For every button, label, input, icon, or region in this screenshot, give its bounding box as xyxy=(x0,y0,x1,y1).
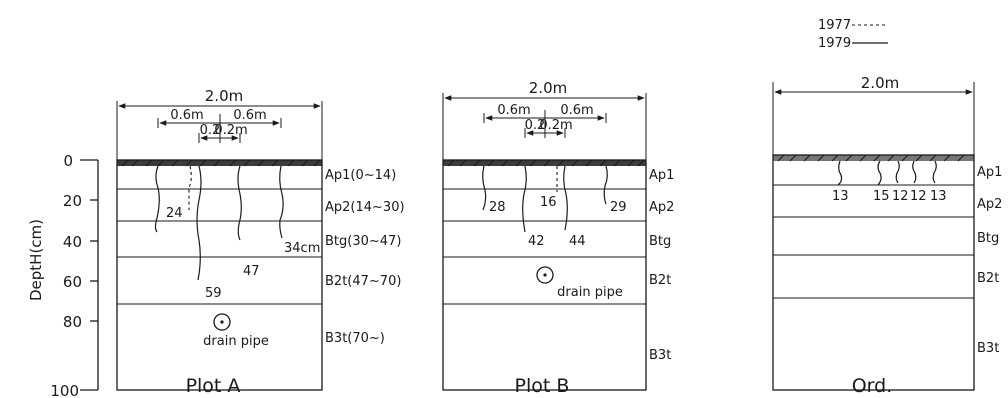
plot-b-layer-ap2: Ap2 xyxy=(649,200,674,215)
plot-b-spacing-left: 0.6m xyxy=(497,103,530,118)
plot-ord-root-label-12b: 12 xyxy=(910,189,927,204)
plot-b-root-3 xyxy=(563,165,568,231)
plot-ord-layer-b2t: B2t xyxy=(977,271,999,286)
plot-b-layer-b2t: B2t xyxy=(649,273,671,288)
tick-label-40: 40 xyxy=(63,233,82,251)
plot-ord-root-label-15: 15 xyxy=(873,189,890,204)
legend-label-1977: 1977 xyxy=(818,18,851,33)
plot-b-root-label-29: 29 xyxy=(610,200,627,215)
plot-a-root-label-24: 24 xyxy=(166,206,183,221)
plot-b-spacing-inner-left: 0.2 xyxy=(525,118,546,133)
plot-b-spacing-right: 0.6m xyxy=(560,103,593,118)
plot-ord-width-label: 2.0m xyxy=(861,74,899,92)
axis-title: DeptH(cm) xyxy=(27,219,45,301)
plot-a-drain-pipe-icon xyxy=(213,313,231,331)
plot-ord-root-5 xyxy=(932,160,937,184)
plot-a-spacing-right: 0.6m xyxy=(233,108,266,123)
plot-ord-root-label-13b: 13 xyxy=(930,189,947,204)
plot-b-root-label-44: 44 xyxy=(569,234,586,249)
tick-label-0: 0 xyxy=(63,152,73,170)
plot-a-root-label-47: 47 xyxy=(243,264,260,279)
axis-ticks xyxy=(80,159,98,391)
plot-b-drain-label: drain pipe xyxy=(557,285,623,300)
plot-a-layer-ap1: Ap1(0~14) xyxy=(325,168,396,183)
plot-ord-layer-b3t: B3t xyxy=(977,341,999,356)
plot-a-root-2 xyxy=(196,165,202,281)
plot-a-root-1977 xyxy=(188,165,192,210)
plot-a-root-4 xyxy=(279,165,284,239)
plot-b-title: Plot B xyxy=(515,375,570,397)
plot-b-layer-btg: Btg xyxy=(649,234,671,249)
plot-ord-root-label-12a: 12 xyxy=(892,189,909,204)
plot-a-root-label-59: 59 xyxy=(205,286,222,301)
plot-ord-root-label-13a: 13 xyxy=(832,189,849,204)
plot-b-root-label-28: 28 xyxy=(489,200,506,215)
plot-ord: 2.0m 13 15 12 12 13 Ap1 Ap2 Btg B2t B3t … xyxy=(772,74,1002,397)
plot-ord-layer-ap2: Ap2 xyxy=(977,197,1002,212)
plot-b-root-4 xyxy=(603,165,608,205)
plot-a-spacing-left: 0.6m xyxy=(170,108,203,123)
tick-label-20: 20 xyxy=(63,192,82,210)
plot-b-root-1 xyxy=(482,165,487,211)
plot-a-layer-b2t: B2t(47~70) xyxy=(325,274,401,289)
plot-a-layer-b3t: B3t(70~) xyxy=(325,331,385,346)
legend: 1977 1979 xyxy=(818,18,888,51)
plot-b-root-label-42: 42 xyxy=(528,234,545,249)
plot-a-title: Plot A xyxy=(186,375,241,397)
plot-a-drain-label: drain pipe xyxy=(203,334,269,349)
plot-ord-root-1 xyxy=(837,160,843,186)
plot-b-spacing-inner-right: 0.2m xyxy=(539,118,572,133)
plot-ord-root-4 xyxy=(912,160,917,184)
plot-ord-root-3 xyxy=(895,160,900,184)
plot-b: 2.0m 0.6m 0.6m 0.2 0.2m 28 16 42 44 29 xyxy=(442,79,674,397)
plot-b-root-2 xyxy=(522,165,527,233)
plot-a-width-label: 2.0m xyxy=(205,87,243,105)
plot-ord-title: Ord. xyxy=(852,375,893,397)
plot-a-spacing-inner-left: 0.2 xyxy=(200,123,221,138)
tick-label-100: 100 xyxy=(50,382,79,398)
plot-a: 2.0m 0.6m 0.6m 0.2 0.2m 24 59 47 34cm xyxy=(116,87,405,397)
plot-ord-layer-ap1: Ap1 xyxy=(977,165,1002,180)
plot-b-layer-b3t: B3t xyxy=(649,348,671,363)
plot-ord-layer-btg: Btg xyxy=(977,231,999,246)
depth-axis: DeptH(cm) 0 20 40 60 80 100 xyxy=(27,152,99,398)
plot-b-root-label-16: 16 xyxy=(540,195,557,210)
plot-a-spacing-inner-right: 0.2m xyxy=(214,123,247,138)
plot-b-drain-pipe-icon xyxy=(536,266,554,284)
plot-b-layer-ap1: Ap1 xyxy=(649,168,674,183)
plot-a-root-3 xyxy=(237,165,242,241)
plot-a-profile xyxy=(116,159,323,391)
plot-ord-root-2 xyxy=(877,160,882,186)
legend-label-1979: 1979 xyxy=(818,36,851,51)
plot-a-root-1 xyxy=(154,165,160,233)
plot-b-width-label: 2.0m xyxy=(529,79,567,97)
plot-a-layer-btg: Btg(30~47) xyxy=(325,234,401,249)
plot-a-layer-ap2: Ap2(14~30) xyxy=(325,200,405,215)
plot-a-root-label-34cm: 34cm xyxy=(284,241,320,256)
tick-label-80: 80 xyxy=(63,313,82,331)
tick-label-60: 60 xyxy=(63,273,82,291)
